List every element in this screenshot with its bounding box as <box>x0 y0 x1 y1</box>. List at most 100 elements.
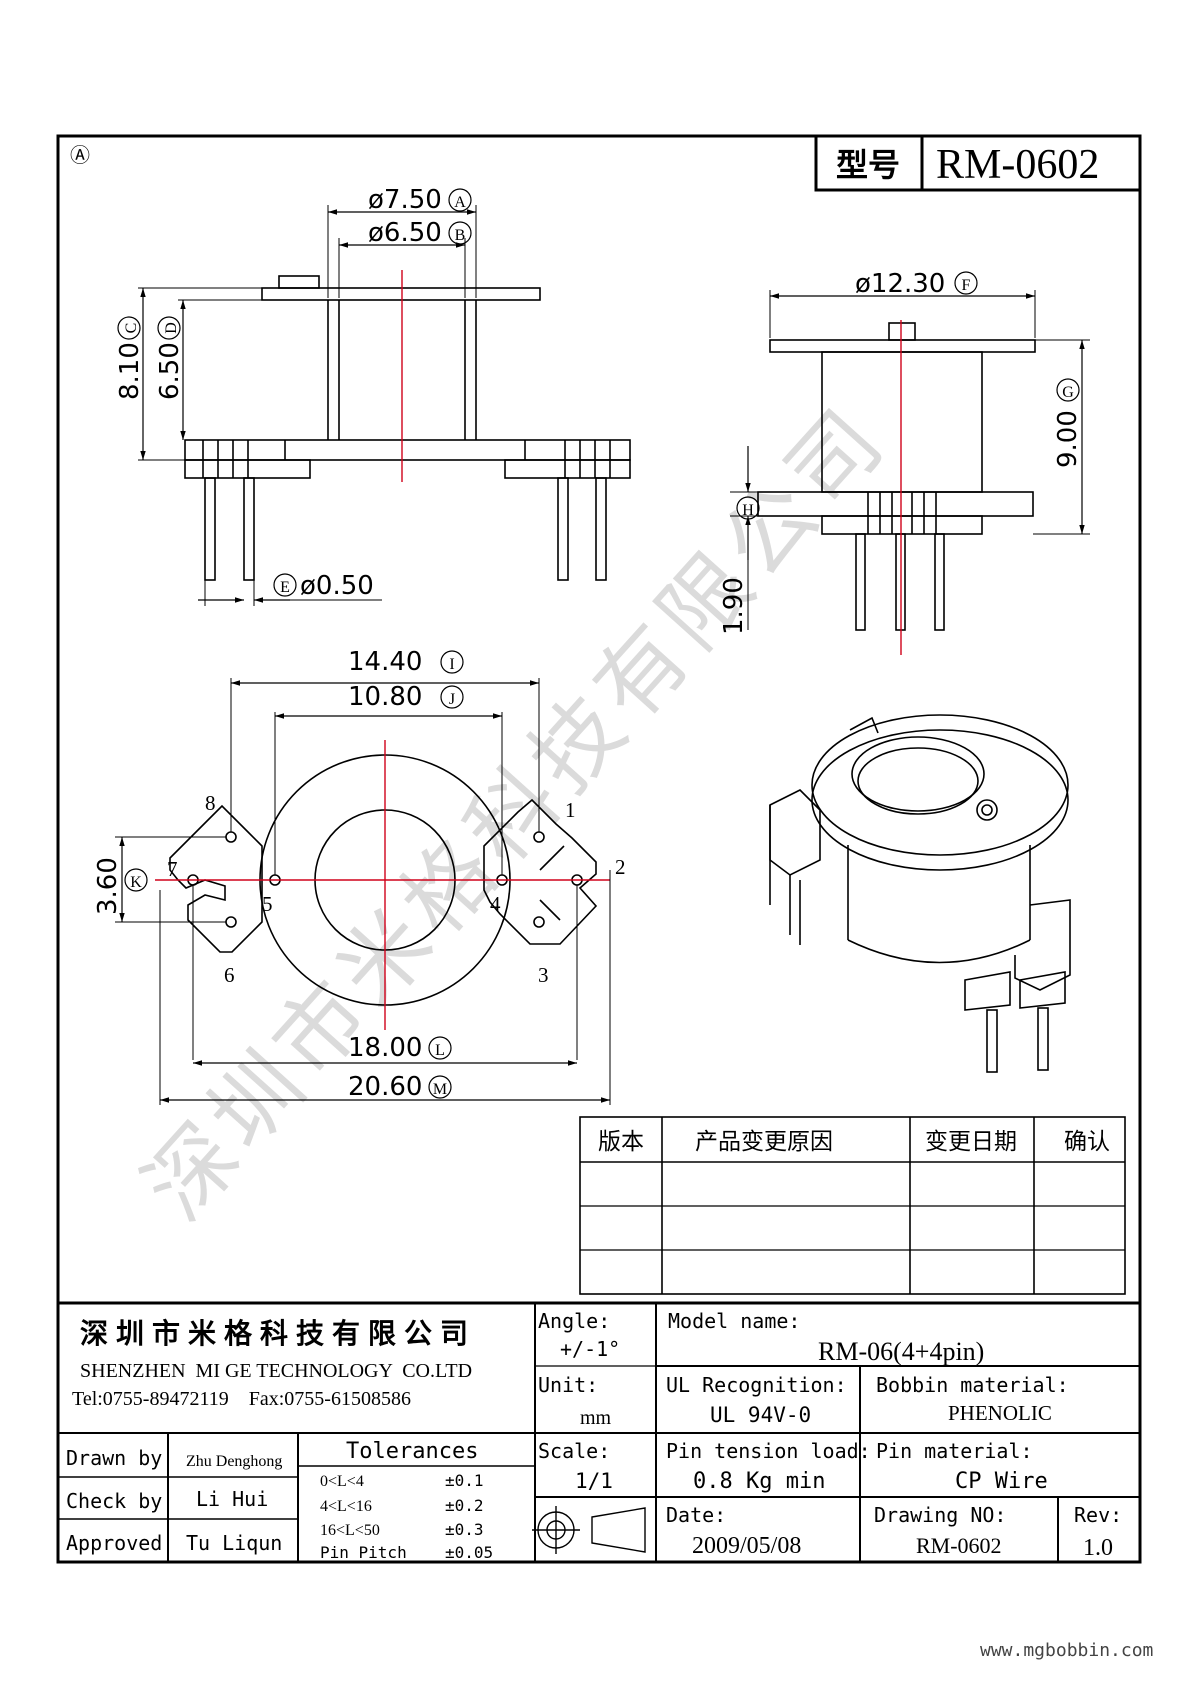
dim-m-value: 20.60 <box>348 1072 422 1102</box>
dim-i-tag: I <box>449 656 454 673</box>
dim-f-tag-circle <box>954 271 978 295</box>
dim-f-value: ø12.30 <box>855 269 945 299</box>
pin-material-value: CP Wire <box>955 1469 1048 1494</box>
title-model: RM-0602 <box>936 142 1099 188</box>
title-block <box>58 1301 1140 1562</box>
drawn-by-value: Zhu Denghong <box>186 1453 282 1470</box>
date-value: 2009/05/08 <box>692 1533 801 1559</box>
bottom-view-dims: 14.40 I 10.80 J 18.00 L 20.60 M 3.60 K <box>93 647 464 1102</box>
model-name-value: RM-06(4+4pin) <box>818 1337 984 1366</box>
dim-a-value: ø7.50 <box>368 185 442 215</box>
tolerance-range-2: 4<L<16 <box>320 1498 372 1515</box>
pin-label-8: 8 <box>205 791 216 815</box>
scale-label: Scale: <box>538 1439 610 1463</box>
pin-label-2: 2 <box>615 855 626 879</box>
dim-b-value: ø6.50 <box>368 218 442 248</box>
tolerances-title: Tolerances <box>346 1439 478 1464</box>
dim-c-tag-circle <box>117 316 141 340</box>
drawn-by-label: Drawn by <box>66 1446 162 1470</box>
dim-m-tag: M <box>433 1081 447 1098</box>
dim-g-tag: G <box>1062 384 1074 401</box>
dim-j-tag-circle <box>440 685 464 709</box>
title-box: 型号 RM-0602 <box>814 134 1142 192</box>
dim-h-tag: H <box>742 502 754 519</box>
tolerance-value-4: ±0.05 <box>445 1543 493 1562</box>
revision-header-reason: 产品变更原因 <box>695 1129 833 1155</box>
pin-label-6: 6 <box>224 963 235 987</box>
pin-label-4: 4 <box>490 892 501 916</box>
dim-b-tag-circle <box>448 221 472 245</box>
sheet-tag: Ⓐ <box>70 144 90 167</box>
rev-label: Rev: <box>1074 1503 1122 1527</box>
title-fields: Angle: +/-1° Model name: RM-06(4+4pin) U… <box>66 1309 1122 1562</box>
sheet-border <box>56 134 1142 1564</box>
ul-value: UL 94V-0 <box>710 1403 811 1427</box>
drawing-no-value: RM-0602 <box>916 1533 1002 1558</box>
unit-label: Unit: <box>538 1373 598 1397</box>
dim-i-value: 14.40 <box>348 647 422 677</box>
bobbin-material-label: Bobbin material: <box>876 1373 1069 1397</box>
angle-value: +/-1° <box>560 1337 620 1361</box>
dim-d-tag: D <box>163 322 180 334</box>
tolerance-value-1: ±0.1 <box>445 1471 484 1490</box>
drawing-no-label: Drawing NO: <box>874 1503 1006 1527</box>
revision-header-version: 版本 <box>598 1129 644 1155</box>
revision-header-date: 变更日期 <box>925 1129 1017 1155</box>
footer-url: www.mgbobbin.com <box>980 1640 1153 1661</box>
dim-e-value: ø0.50 <box>300 571 374 601</box>
pin-label-1: 1 <box>565 798 576 822</box>
bobbin-material-value: PHENOLIC <box>948 1401 1052 1425</box>
revision-table: 版本 产品变更原因 变更日期 确认 <box>579 1116 1126 1295</box>
dim-g-tag-circle <box>1056 378 1080 402</box>
pin-label-3: 3 <box>538 963 549 987</box>
ul-label: UL Recognition: <box>666 1373 847 1397</box>
check-by-value: Li Hui <box>196 1487 268 1511</box>
dim-g-value: 9.00 <box>1053 410 1083 468</box>
dim-k-value: 3.60 <box>93 857 123 915</box>
tolerance-value-2: ±0.2 <box>445 1496 484 1515</box>
dim-c-tag: C <box>123 323 140 334</box>
dim-d-tag-circle <box>157 316 181 340</box>
pin-tension-value: 0.8 Kg min <box>693 1469 825 1494</box>
dim-l-value: 18.00 <box>348 1033 422 1063</box>
pin-numbers: 1 2 3 4 5 6 7 8 <box>167 791 626 987</box>
dim-e-tag-circle <box>273 573 297 597</box>
bottom-view <box>115 678 611 1105</box>
dim-k-tag-circle <box>124 868 148 892</box>
front-view-dims: ø7.50 A ø6.50 B 8.10 C 6.50 D E ø0.50 <box>115 185 472 601</box>
company-block: 深圳市米格科技有限公司 SHENZHEN MI GE TECHNOLOGY CO… <box>72 1317 476 1410</box>
dim-j-tag: J <box>449 691 455 708</box>
dim-m-tag-circle <box>428 1075 452 1099</box>
tolerance-value-3: ±0.3 <box>445 1520 484 1539</box>
tolerance-range-3: 16<L<50 <box>320 1522 380 1539</box>
tolerance-range-4: Pin Pitch <box>320 1543 407 1562</box>
front-view <box>138 205 631 606</box>
approved-value: Tu Liqun <box>186 1531 282 1555</box>
dim-f-tag: F <box>962 277 971 294</box>
dim-k-tag: K <box>130 874 142 891</box>
pin-material-label: Pin material: <box>876 1439 1033 1463</box>
company-contact: Tel:0755-89472119 Fax:0755-61508586 <box>72 1388 411 1410</box>
pin-label-7: 7 <box>167 857 178 881</box>
dim-b-tag: B <box>455 227 466 244</box>
check-by-label: Check by <box>66 1489 162 1513</box>
revision-header-confirm: 确认 <box>1064 1129 1110 1155</box>
date-label: Date: <box>666 1503 726 1527</box>
company-name-en: SHENZHEN MI GE TECHNOLOGY CO.LTD <box>80 1360 472 1382</box>
title-label: 型号 <box>836 146 900 184</box>
company-name-cn: 深圳市米格科技有限公司 <box>80 1317 476 1350</box>
dim-a-tag: A <box>454 194 466 211</box>
unit-value: mm <box>580 1407 612 1429</box>
pin-label-5: 5 <box>262 892 273 916</box>
watermark-text: 深圳市米格科技有限公司 <box>124 385 907 1239</box>
dim-l-tag: L <box>435 1042 445 1059</box>
model-name-label: Model name: <box>668 1309 800 1333</box>
dim-h-value: 1.90 <box>719 577 749 635</box>
scale-value: 1/1 <box>575 1469 613 1493</box>
dim-h-tag-circle <box>736 496 760 520</box>
side-view-dims: ø12.30 F G 9.00 H 1.90 <box>719 269 1083 635</box>
isometric-view <box>769 714 1071 1073</box>
dim-e-tag: E <box>280 579 290 596</box>
tolerance-range-1: 0<L<4 <box>320 1473 364 1490</box>
